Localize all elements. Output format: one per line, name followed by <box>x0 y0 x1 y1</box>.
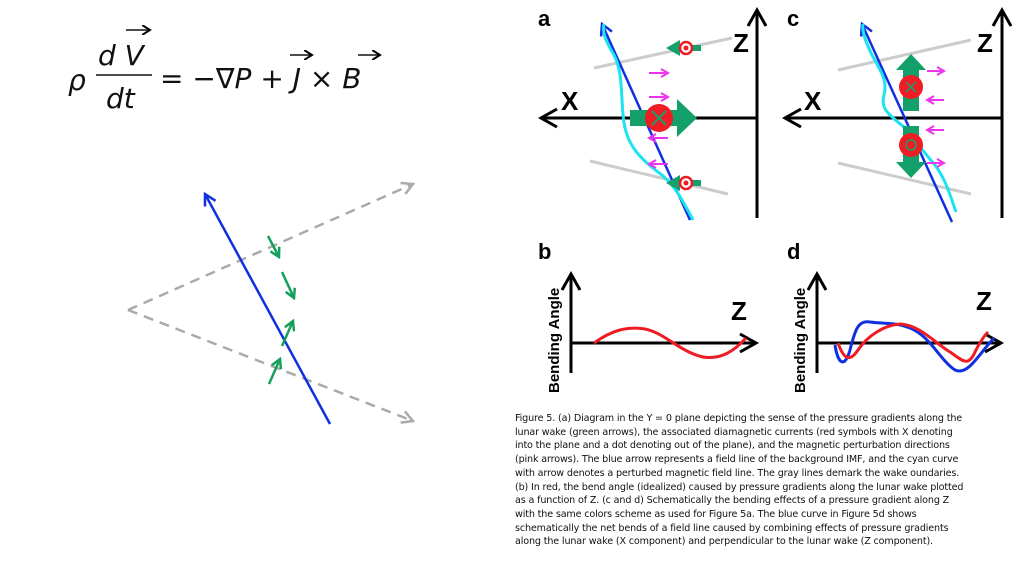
momentum-equation: ρ d V dt = −∇P + J × B <box>68 30 380 115</box>
green-arrow-icon <box>266 235 279 257</box>
z-axis-label: Z <box>976 286 992 316</box>
caption-line: (b) In red, the bend angle (idealized) c… <box>515 481 964 493</box>
bend-angle-curve-red <box>593 326 748 360</box>
green-arrow-icon <box>280 321 293 347</box>
x-mark <box>905 81 917 93</box>
wake-boundary <box>589 159 729 196</box>
dot-mark <box>683 180 689 186</box>
green-arrow-icon <box>267 359 280 385</box>
y-axis-label: Bending Angle <box>546 288 563 393</box>
y-axis-label: Bending Angle <box>792 288 809 393</box>
panel-label-a: a <box>538 6 551 31</box>
dot-mark <box>905 139 917 151</box>
imf-field-line <box>862 24 954 223</box>
panel-label-d: d <box>787 239 800 264</box>
panel-c: c Z X <box>781 6 1013 223</box>
caption-line: Figure 5. (a) Diagram in the Y = 0 plane… <box>515 413 963 424</box>
caption-line: along the lunar wake (X component) and p… <box>515 536 933 548</box>
caption-line: with the same colors scheme as used for … <box>515 508 917 520</box>
panel-b: b Bending Angle Z <box>538 239 760 393</box>
panel-d: d Bending Angle Z <box>787 239 1005 393</box>
panel-label-b: b <box>538 239 551 264</box>
wake-boundary-upper <box>127 184 413 312</box>
caption-line: with arrow denotes a perturbed magnetic … <box>515 467 960 479</box>
equation-rho: ρ <box>68 64 86 97</box>
caption-line: (pink arrows). The blue arrow represents… <box>515 454 959 466</box>
x-mark <box>651 110 667 126</box>
wake-boundary-lower <box>127 308 413 421</box>
equation-denominator: dt <box>106 82 136 115</box>
wake-boundary <box>837 38 972 72</box>
caption-line: lunar wake (green arrows), the associate… <box>515 426 953 438</box>
equation-numerator: d V <box>98 39 146 72</box>
x-axis-label: X <box>804 86 822 116</box>
z-axis-label: Z <box>733 28 749 58</box>
bend-angle-curve-red <box>836 322 990 363</box>
panel-a: a Z X <box>537 6 768 221</box>
current-out-of-plane-icon <box>899 133 923 157</box>
dot-mark <box>683 45 689 51</box>
z-axis-label: Z <box>731 296 747 326</box>
wake-field-line-diagram <box>127 184 413 425</box>
panel-label-c: c <box>787 6 799 31</box>
x-axis-label: X <box>561 86 579 116</box>
perturbed-field-line <box>601 23 695 221</box>
perturbed-field-line <box>861 23 958 213</box>
figure-caption: Figure 5. (a) Diagram in the Y = 0 plane… <box>515 412 1020 549</box>
green-arrow-icon <box>280 271 294 298</box>
field-line-arrow <box>205 194 332 425</box>
equation-rhs: = −∇P + J × B <box>160 62 361 95</box>
caption-line: schematically the net bends of a field l… <box>515 522 949 534</box>
caption-line: into the plane and a dot denoting out of… <box>515 440 950 452</box>
caption-line: as a function of Z. (c and d) Schematica… <box>515 495 950 507</box>
z-axis-label: Z <box>977 28 993 58</box>
